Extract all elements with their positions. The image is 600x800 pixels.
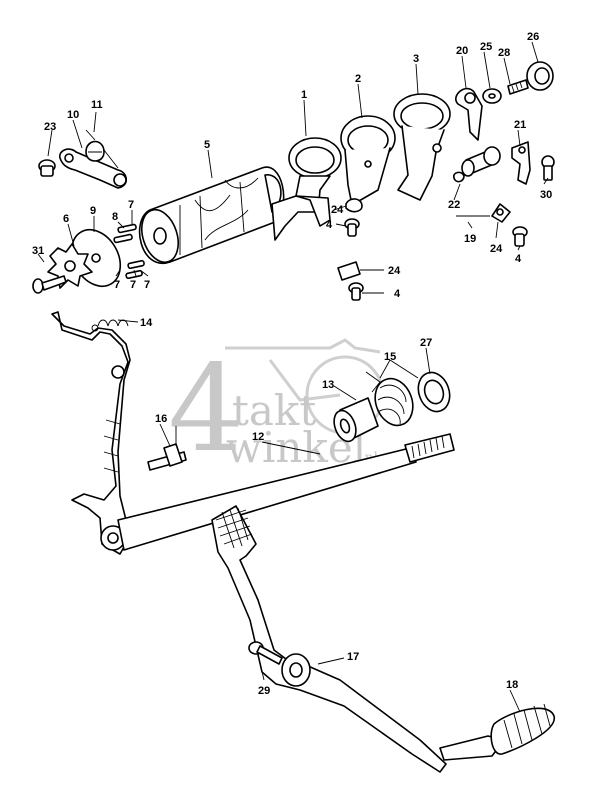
watermark-frame (268, 359, 341, 402)
stopper-bolt (38, 159, 56, 177)
label-part-25: 25 (480, 41, 492, 53)
label-part-17: 17 (347, 651, 359, 663)
collar-13 (333, 397, 379, 443)
cap-26 (526, 61, 554, 91)
leader-lines (37, 41, 549, 713)
shift-fork-2 (340, 115, 396, 206)
label-part-3: 3 (413, 53, 419, 65)
label-part-8: 8 (112, 211, 118, 223)
gearshift-pedal (211, 505, 447, 773)
label-part-2: 2 (355, 73, 361, 85)
shift-fork-1 (271, 137, 342, 241)
washer-24-lower (337, 261, 361, 281)
pin-16 (147, 443, 187, 471)
label-part-23: 23 (44, 121, 56, 133)
label-part-7-a: 7 (114, 279, 120, 291)
pedal-bolt-29 (248, 641, 283, 665)
label-part-24-center: 24 (331, 204, 344, 216)
gearshift-spindle (117, 433, 455, 551)
label-part-24-lower: 24 (388, 265, 401, 277)
label-part-16: 16 (155, 413, 167, 425)
washer-25 (482, 88, 502, 104)
label-part-7-top: 7 (128, 199, 134, 211)
part-numbers: 1 2 3 4 4 4 5 6 7 7 7 7 8 9 10 11 12 13 … (32, 31, 552, 697)
screw-4-right (512, 226, 528, 247)
label-part-5: 5 (204, 139, 210, 151)
spring-15 (365, 371, 414, 427)
label-part-29: 29 (258, 685, 270, 697)
label-part-13: 13 (322, 379, 334, 391)
shift-arm (51, 311, 131, 555)
label-part-27: 27 (420, 337, 432, 349)
label-part-14: 14 (140, 317, 153, 329)
label-part-11: 11 (91, 99, 103, 111)
label-part-12: 12 (252, 431, 264, 443)
label-part-7-c: 7 (144, 279, 150, 291)
collar-27 (417, 371, 451, 413)
stopper-arm (59, 148, 128, 189)
label-part-30: 30 (540, 189, 552, 201)
label-part-4-right: 4 (515, 253, 522, 265)
label-part-4-lower: 4 (394, 288, 401, 300)
label-part-15: 15 (384, 351, 396, 363)
guide-pin-assembly (452, 146, 501, 183)
star-bolt (32, 275, 67, 294)
label-part-7-b: 7 (130, 279, 136, 291)
label-part-10: 10 (67, 109, 79, 121)
label-part-19: 19 (464, 233, 476, 245)
bolt-28 (507, 79, 529, 95)
stopper-spring (85, 129, 119, 169)
label-part-26: 26 (527, 31, 539, 43)
label-part-4-center: 4 (326, 219, 333, 231)
label-part-24-right: 24 (490, 243, 503, 255)
label-part-6: 6 (63, 213, 69, 225)
washer-24-center (345, 198, 363, 213)
return-spring-14 (91, 319, 129, 332)
pedal-rubber-18 (439, 703, 555, 761)
label-part-31: 31 (32, 245, 44, 257)
drum-pins (113, 223, 145, 280)
watermark-line1: takt (232, 386, 316, 435)
shift-drum (138, 166, 285, 265)
watermark-bike-outline (225, 338, 381, 354)
label-part-9: 9 (90, 205, 96, 217)
screw-4-lower (348, 282, 364, 301)
label-part-21: 21 (514, 119, 526, 131)
label-part-22: 22 (448, 199, 460, 211)
clip-20 (455, 87, 483, 141)
bracket-21 (511, 141, 531, 185)
bolt-30 (541, 155, 555, 181)
shift-fork-3 (393, 93, 451, 201)
label-part-1: 1 (301, 89, 307, 101)
label-part-28: 28 (498, 47, 510, 59)
washer-24-right (491, 203, 511, 223)
label-part-20: 20 (456, 45, 468, 57)
screw-4-center (344, 218, 360, 237)
label-part-18: 18 (506, 679, 518, 691)
